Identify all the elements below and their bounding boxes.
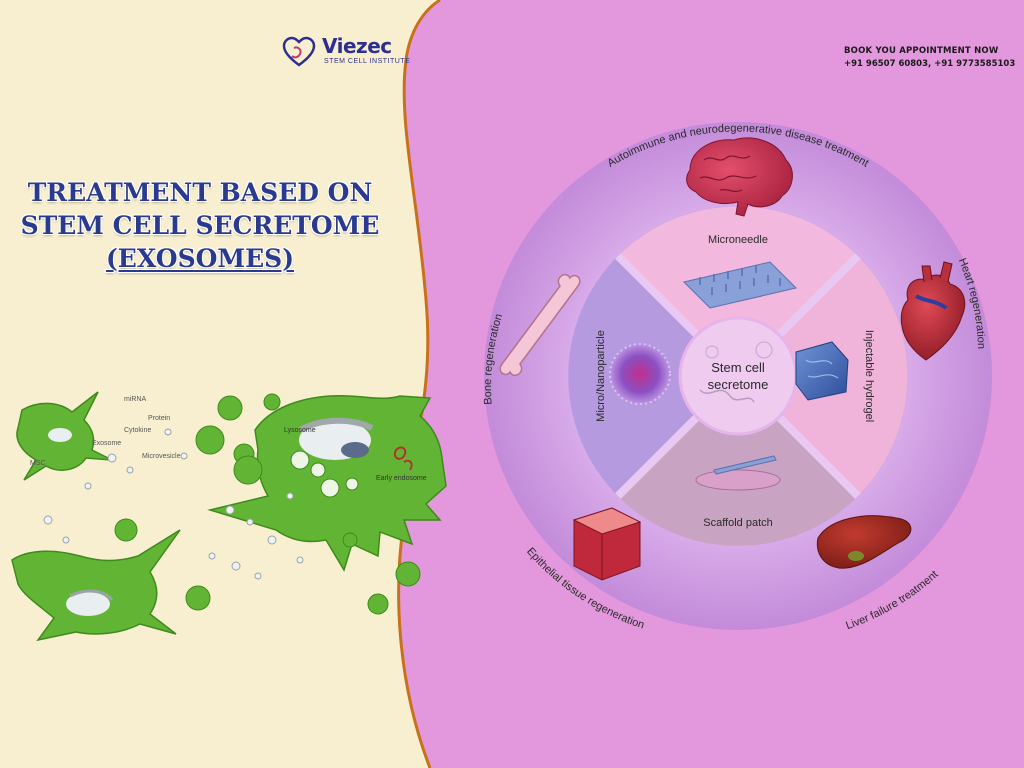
label-msc: MSC [30,460,46,467]
vesicle [195,425,225,455]
brand-name: Viezec [322,34,392,58]
cell-illustration: miRNA Protein Cytokine Exosome MSC Micro… [11,391,447,642]
brand-tagline: STEM CELL INSTITUTE [324,58,411,65]
orange-border-line [397,0,441,768]
contact-cta: BOOK YOU APPOINTMENT NOW [844,46,999,56]
page-title: TREATMENT BASED ON STEM CELL SECRETOME (… [20,176,380,275]
heart-icon [900,261,966,361]
center-label-line1: Stem cell [711,360,765,375]
contact-phones[interactable]: +91 96507 60803, +91 9773585103 [844,59,1016,69]
secretome-wheel: Stem cell secretome Microneedle Scaffold… [482,122,992,632]
title-line-1: TREATMENT BASED ON [27,178,373,207]
label-mirna: miRNA [124,396,146,403]
nanoparticle-icon [609,343,671,405]
inner-label-microneedle: Microneedle [708,234,768,246]
scaffold-patch-icon [695,455,781,491]
center-label-line2: secretome [708,377,769,392]
label-microvesicle: Microvesicle [142,453,181,460]
vesicle [367,593,389,615]
label-exosome: Exosome [92,440,121,447]
inner-label-scaffold-patch: Scaffold patch [703,517,773,529]
bone-icon [499,274,581,376]
contact-block: BOOK YOU APPOINTMENT NOW +91 96507 60803… [844,46,1016,69]
vesicle [233,455,263,485]
quadrant-scaffold-patch [618,376,858,546]
brand-logo[interactable]: Viezec STEM CELL INSTITUTE [282,34,410,74]
inner-label-micro-nanoparticle: Micro/Nanoparticle [595,330,607,422]
hydrogel-cube-icon [795,341,849,401]
liver-icon [816,515,912,569]
label-early-endosome: Early endosome [376,475,427,482]
label-protein: Protein [148,415,170,422]
title-line-3: (EXOSOMES) [105,244,295,273]
vesicle [342,532,358,548]
microneedle-icon [683,261,797,309]
vesicle [114,518,138,542]
vesicle [263,393,281,411]
heart-logo-icon [282,36,316,67]
brain-icon [686,137,793,217]
msc-cell-bottom [11,529,181,642]
label-lysosome: Lysosome [284,427,316,434]
title-line-2: STEM CELL SECRETOME [20,211,380,240]
center-circle [678,316,798,436]
vesicle [217,395,243,421]
label-cytokine: Cytokine [124,427,151,434]
vesicle [185,585,211,611]
skin-tissue-icon [572,507,642,581]
inner-label-injectable-hydrogel: Injectable hydrogel [863,330,875,422]
vesicle [395,561,421,587]
